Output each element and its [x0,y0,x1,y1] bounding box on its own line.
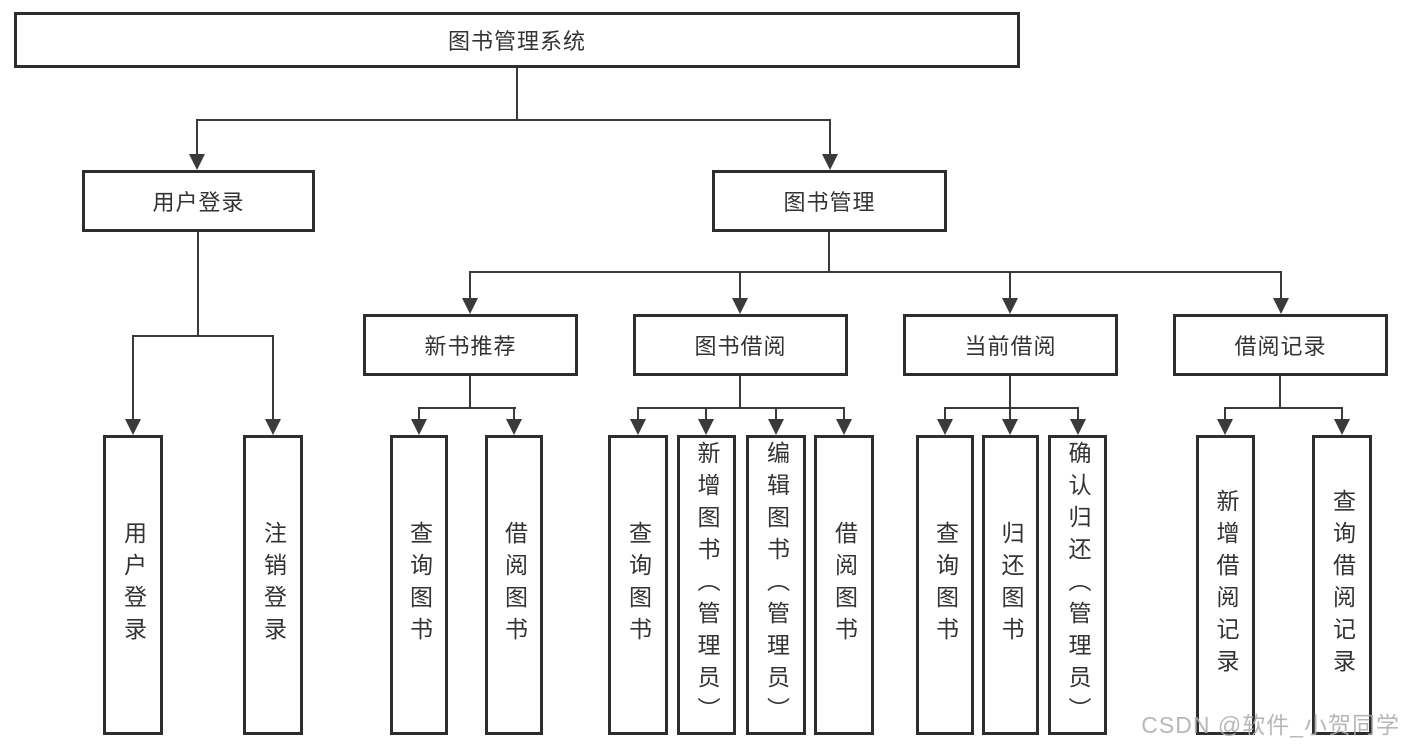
connector-line [418,407,516,409]
arrowhead-icon [1273,298,1289,314]
leaf-logout: 注销登录 [243,435,303,735]
connector-line [516,68,518,120]
arrowhead-icon [411,419,427,435]
watermark: CSDN @软件_小贺同学 [1141,712,1400,738]
arrowhead-icon [1070,419,1086,435]
arrowhead-icon [698,419,714,435]
connector-line [197,232,199,337]
node-book-management: 图书管理 [712,170,947,232]
leaf-return-book-label: 归还图书 [998,521,1024,649]
node-user-login: 用户登录 [82,170,315,232]
connector-line [1224,407,1343,409]
arrowhead-icon [1002,419,1018,435]
connector-line [469,271,1282,273]
arrowhead-icon [462,298,478,314]
leaf-confirm-return-admin-label: 确认归还（管理员） [1065,441,1091,729]
connector-line [775,407,777,421]
arrowhead-icon [937,419,953,435]
connector-line [1341,407,1343,421]
connector-line [944,407,1079,409]
arrowhead-icon [1002,298,1018,314]
arrowhead-icon [506,419,522,435]
leaf-current-query-book: 查询图书 [916,435,974,735]
connector-line [1009,271,1011,300]
connector-line [739,376,741,409]
leaf-recommend-borrow-book: 借阅图书 [485,435,543,735]
leaf-query-borrow-record: 查询借阅记录 [1312,435,1372,735]
connector-line [272,335,274,421]
arrowhead-icon [1334,419,1350,435]
connector-line [1077,407,1079,421]
connector-line [637,407,639,421]
arrowhead-icon [836,419,852,435]
arrowhead-icon [630,419,646,435]
leaf-edit-book-admin: 编辑图书（管理员） [746,435,806,735]
connector-line [944,407,946,421]
node-borrow-records-label: 借阅记录 [1234,334,1327,359]
arrowhead-icon [125,419,141,435]
connector-line [637,407,845,409]
arrowhead-icon [265,419,281,435]
connector-line [1009,407,1011,421]
node-library-system: 图书管理系统 [14,12,1020,68]
connector-line [132,335,274,337]
node-book-borrow: 图书借阅 [633,314,848,376]
leaf-borrow-book: 借阅图书 [814,435,874,735]
connector-line [829,119,831,157]
arrowhead-icon [732,298,748,314]
connector-line [828,232,830,273]
connector-line [1279,376,1281,409]
leaf-current-query-book-label: 查询图书 [932,521,959,649]
connector-line [418,407,420,421]
leaf-add-book-admin: 新增图书（管理员） [677,435,736,735]
leaf-return-book: 归还图书 [982,435,1039,735]
node-user-login-label: 用户登录 [152,190,245,215]
connector-line [705,407,707,421]
leaf-edit-book-admin-label: 编辑图书（管理员） [763,441,790,729]
arrowhead-icon [1217,419,1233,435]
connector-line [513,407,515,421]
leaf-logout-label: 注销登录 [260,521,287,649]
leaf-recommend-query-book: 查询图书 [390,435,448,735]
connector-line [196,119,831,121]
node-book-management-label: 图书管理 [783,190,876,215]
leaf-query-borrow-record-label: 查询借阅记录 [1329,489,1356,681]
node-library-system-label: 图书管理系统 [447,29,586,54]
leaf-user-login-label: 用户登录 [120,521,147,649]
node-current-borrow-label: 当前借阅 [964,334,1057,359]
leaf-borrow-query-book: 查询图书 [608,435,668,735]
leaf-recommend-borrow-book-label: 借阅图书 [501,521,528,649]
arrowhead-icon [822,154,838,170]
leaf-borrow-query-book-label: 查询图书 [625,521,652,649]
leaf-add-book-admin-label: 新增图书（管理员） [694,441,720,729]
leaf-add-borrow-record: 新增借阅记录 [1196,435,1255,735]
node-current-borrow: 当前借阅 [903,314,1118,376]
connector-line [1224,407,1226,421]
connector-line [1280,271,1282,300]
connector-line [196,119,198,157]
leaf-confirm-return-admin: 确认归还（管理员） [1048,435,1107,735]
node-book-borrow-label: 图书借阅 [694,334,787,359]
arrowhead-icon [768,419,784,435]
leaf-borrow-book-label: 借阅图书 [831,521,858,649]
leaf-recommend-query-book-label: 查询图书 [406,521,433,649]
node-borrow-records: 借阅记录 [1173,314,1388,376]
node-new-book-recommend-label: 新书推荐 [424,334,517,359]
leaf-user-login: 用户登录 [103,435,163,735]
leaf-add-borrow-record-label: 新增借阅记录 [1213,489,1239,681]
connector-line [132,335,134,421]
connector-line [1009,376,1011,409]
connector-line [469,376,471,409]
node-new-book-recommend: 新书推荐 [363,314,578,376]
connector-line [739,271,741,300]
connector-line [469,271,471,300]
arrowhead-icon [189,154,205,170]
connector-line [843,407,845,421]
